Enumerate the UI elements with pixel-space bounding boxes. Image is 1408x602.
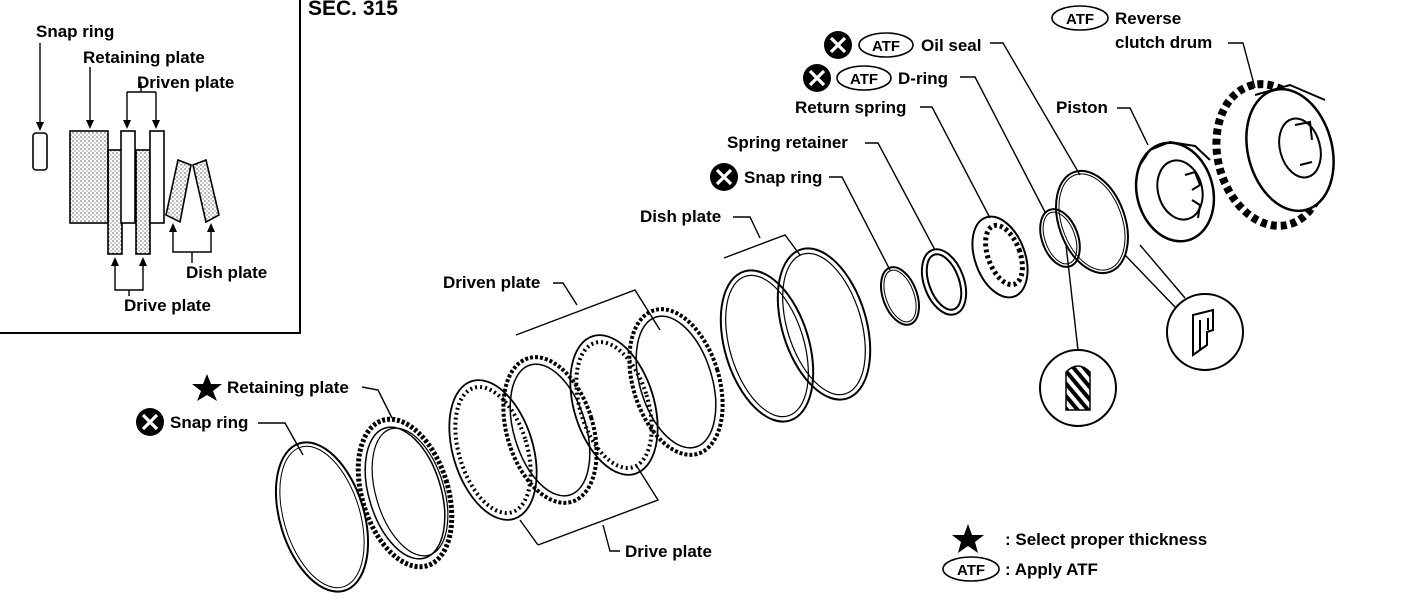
atf-oval-label: ATF <box>957 562 985 579</box>
inset-diagram: Snap ring Retaining plate Driven plate D… <box>0 0 301 334</box>
spring-retainer-part <box>920 248 968 316</box>
inset-label-drive-plate: Drive plate <box>124 296 211 315</box>
return-spring-part <box>971 215 1029 299</box>
inset-driven-plate-shape <box>120 130 136 224</box>
label-spring-retainer: Spring retainer <box>727 133 848 152</box>
inset-drive-plate-shape <box>135 149 151 255</box>
label-clutch-drum: clutch drum <box>1115 33 1212 52</box>
section-number: SEC. 315 <box>308 0 398 20</box>
leader-drive-plate <box>602 524 620 552</box>
leader-reverse-drum <box>1228 42 1256 89</box>
bracket-drive-plate <box>519 464 660 546</box>
label-reverse: Reverse <box>1115 9 1181 28</box>
x-circle-icon <box>708 161 740 193</box>
inset-label-retaining-plate: Retaining plate <box>83 48 205 67</box>
inset-snap-ring-shape <box>32 132 48 171</box>
label-return-spring: Return spring <box>795 98 906 117</box>
inset-retaining-plate-shape <box>69 130 109 224</box>
piston-part <box>1134 140 1216 243</box>
label-drive-plate: Drive plate <box>625 542 712 561</box>
star-icon <box>192 374 222 401</box>
inset-border <box>0 0 301 334</box>
bracket-dish-plate <box>723 234 801 259</box>
dish-plate-part <box>719 247 872 423</box>
oil-seal-part <box>1055 169 1129 275</box>
atf-oval-label: ATF <box>872 38 900 55</box>
leader-snap-ring-inner <box>829 176 891 271</box>
label-snap-ring-front: Snap ring <box>170 413 248 432</box>
inset-label-driven-plate: Driven plate <box>137 73 234 92</box>
leader-d-ring <box>960 76 1046 213</box>
atf-oval-icon: ATF <box>1051 5 1109 31</box>
x-circle-icon <box>134 406 166 438</box>
inset-dish-plate-shape <box>192 158 220 224</box>
leader-driven-plate <box>553 282 578 306</box>
atf-oval-label: ATF <box>850 71 878 88</box>
clutch-pack-part <box>448 307 725 521</box>
inset-dish-plate-shape <box>165 158 192 224</box>
leader-oil-seal <box>990 42 1081 176</box>
atf-oval-icon: ATF <box>858 32 914 58</box>
label-retaining-plate: Retaining plate <box>227 378 349 397</box>
atf-oval-label: ATF <box>1066 11 1094 28</box>
legend-apply-atf: : Apply ATF <box>1005 560 1098 579</box>
leader-return-spring <box>920 106 991 219</box>
x-circle-icon <box>801 62 833 94</box>
star-icon <box>952 524 984 553</box>
inset-label-dish-plate: Dish plate <box>186 263 267 282</box>
inset-driven-plate-shape <box>149 130 165 224</box>
inset-label-snap-ring: Snap ring <box>36 22 114 41</box>
label-oil-seal: Oil seal <box>921 36 981 55</box>
leader-piston <box>1117 107 1149 146</box>
leader-dish-plate <box>733 216 761 239</box>
label-driven-plate: Driven plate <box>443 273 540 292</box>
retaining-plate-part <box>355 416 455 570</box>
label-dish-plate: Dish plate <box>640 207 721 226</box>
snap-ring-inner-part <box>880 266 920 326</box>
leader-spring-retainer <box>865 142 936 251</box>
inset-drive-plate-shape <box>107 149 123 255</box>
x-circle-icon <box>822 29 854 61</box>
leader-retaining-plate <box>361 386 393 419</box>
oil-seal-detail <box>1124 244 1244 371</box>
label-piston: Piston <box>1056 98 1108 117</box>
bracket-driven-plate <box>515 289 661 336</box>
legend-select-thickness: : Select proper thickness <box>1005 530 1207 549</box>
label-snap-ring-inner: Snap ring <box>744 168 822 187</box>
leader-snap-ring-front <box>258 422 304 456</box>
atf-oval-icon: ATF <box>942 556 1000 582</box>
atf-oval-icon: ATF <box>836 65 892 91</box>
d-ring-detail <box>1039 244 1117 427</box>
reverse-clutch-drum-part <box>1212 80 1335 230</box>
d-ring-part <box>1039 208 1081 268</box>
label-d-ring: D-ring <box>898 69 948 88</box>
